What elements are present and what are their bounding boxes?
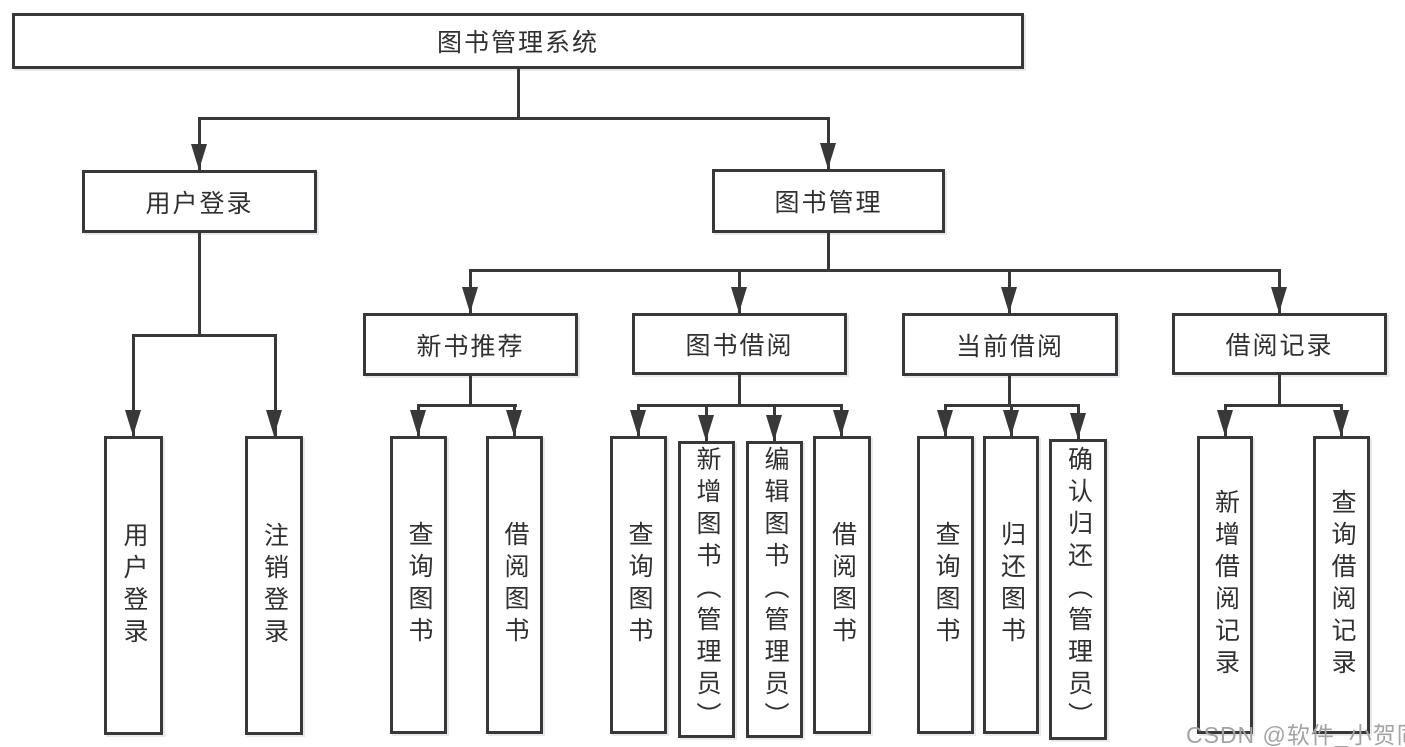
node-edit-book-admin: 编辑图书（管理员）	[746, 441, 803, 738]
node-return-book: 归还图书	[983, 436, 1039, 734]
node-label: 借阅图书	[828, 521, 857, 649]
node-logout-leaf: 注销登录	[245, 436, 303, 735]
node-root: 图书管理系统	[12, 13, 1024, 69]
node-add-borrow-record: 新增借阅记录	[1197, 436, 1253, 734]
edge-line	[198, 233, 201, 337]
arrow-down-icon	[766, 415, 782, 441]
arrow-down-icon	[937, 410, 953, 436]
arrow-down-icon	[820, 143, 836, 169]
node-current-borrow: 当前借阅	[902, 313, 1118, 376]
edge-line	[198, 117, 830, 120]
arrow-down-icon	[1001, 287, 1017, 313]
arrow-down-icon	[266, 410, 282, 436]
edge-line	[827, 233, 830, 272]
edge-line	[1008, 376, 1011, 406]
node-query-books-borrow: 查询图书	[610, 436, 667, 734]
arrow-down-icon	[1333, 410, 1349, 436]
edge-line	[738, 375, 741, 406]
node-label: 新增借阅记录	[1211, 489, 1240, 681]
node-label: 用户登录	[120, 521, 148, 650]
node-query-books-recommend: 查询图书	[390, 436, 447, 734]
edge-line	[132, 334, 277, 337]
node-borrow-records: 借阅记录	[1172, 313, 1387, 375]
node-label: 编辑图书（管理员）	[761, 445, 789, 734]
node-add-book-admin: 新增图书（管理员）	[678, 441, 735, 738]
edge-line	[469, 269, 1281, 272]
node-label: 查询图书	[625, 521, 653, 649]
arrow-down-icon	[630, 410, 646, 436]
node-book-management: 图书管理	[712, 169, 945, 233]
arrow-down-icon	[731, 287, 747, 313]
node-label: 确认归还（管理员）	[1064, 445, 1093, 734]
csdn-watermark: CSDN @软件_小贺同学	[1186, 722, 1405, 747]
arrow-down-icon	[462, 287, 478, 313]
edge-line	[1224, 404, 1343, 407]
node-login-leaf: 用户登录	[104, 436, 163, 735]
edge-line	[198, 117, 201, 170]
edge-line	[132, 334, 135, 436]
arrow-down-icon	[698, 415, 714, 441]
node-borrow-books-recommend: 借阅图书	[486, 436, 543, 734]
node-borrow-books-leaf: 借阅图书	[813, 436, 871, 734]
node-query-books-current: 查询图书	[917, 436, 974, 734]
arrow-down-icon	[1217, 410, 1233, 436]
edge-line	[637, 404, 843, 407]
node-book-borrow: 图书借阅	[632, 313, 847, 375]
node-label: 注销登录	[260, 521, 289, 650]
node-new-book-recommend: 新书推荐	[363, 313, 578, 376]
node-label: 新增图书（管理员）	[693, 445, 721, 734]
arrow-down-icon	[1271, 287, 1287, 313]
node-user-login: 用户登录	[82, 170, 317, 233]
node-label: 查询图书	[405, 521, 433, 649]
node-label: 借阅图书	[501, 521, 529, 649]
arrow-down-icon	[1003, 410, 1019, 436]
node-confirm-return-admin: 确认归还（管理员）	[1049, 439, 1107, 740]
edge-line	[274, 334, 277, 436]
arrow-down-icon	[833, 410, 849, 436]
arrow-down-icon	[1070, 413, 1086, 439]
node-label: 查询图书	[932, 521, 960, 649]
arrow-down-icon	[125, 410, 141, 436]
edge-line	[517, 69, 520, 119]
node-label: 查询借阅记录	[1328, 489, 1356, 681]
edge-line	[417, 404, 517, 407]
edge-line	[469, 376, 472, 406]
node-label: 归还图书	[997, 521, 1026, 649]
arrow-down-icon	[191, 144, 207, 170]
arrow-down-icon	[410, 410, 426, 436]
node-query-borrow-record: 查询借阅记录	[1313, 436, 1370, 734]
edge-line	[1278, 375, 1281, 406]
arrow-down-icon	[506, 410, 522, 436]
